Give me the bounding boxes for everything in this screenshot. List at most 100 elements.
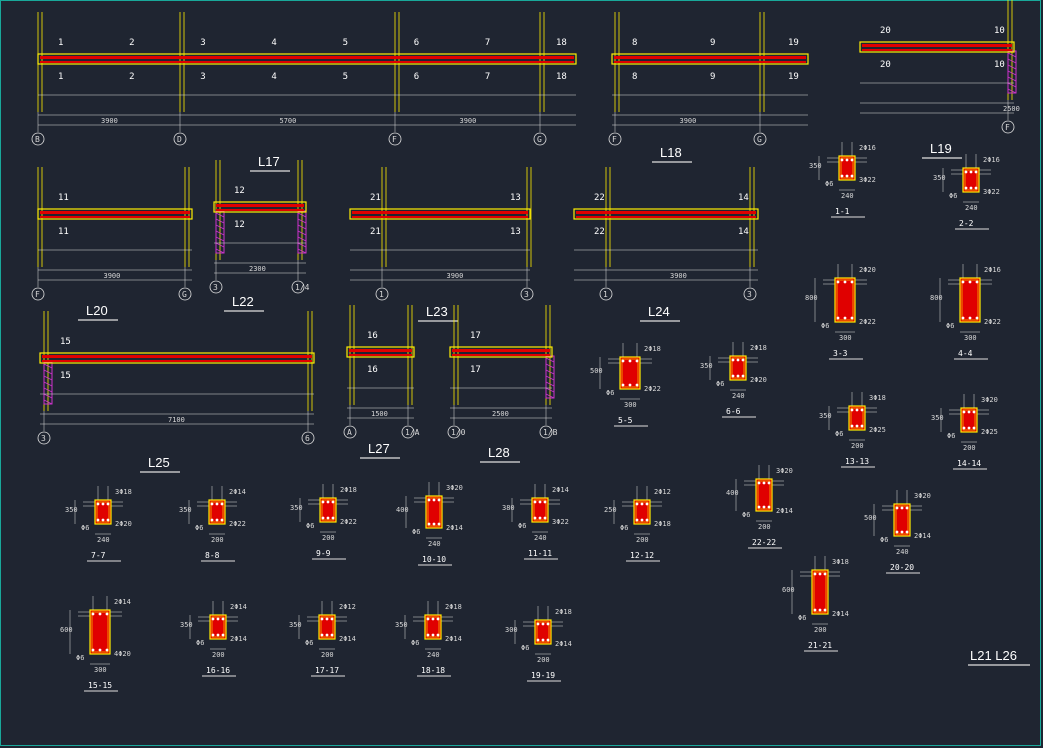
line bbox=[297, 242, 307, 248]
bottom-bars: 4Φ20 bbox=[114, 650, 131, 658]
rebar-dot bbox=[211, 617, 215, 621]
rebar-dot bbox=[210, 518, 214, 522]
span-dim: 3900 bbox=[680, 117, 697, 125]
bottom-bars: 2Φ22 bbox=[340, 518, 357, 526]
top-bars: 2Φ20 bbox=[859, 266, 876, 274]
beam-top-rebar bbox=[40, 211, 190, 214]
axis-bubble bbox=[599, 287, 613, 301]
section-concrete bbox=[531, 497, 549, 523]
section-title: 6-6 bbox=[726, 407, 741, 416]
rebar-dot bbox=[628, 359, 632, 363]
rebar-dot bbox=[731, 358, 735, 362]
height-dim: 800 bbox=[805, 294, 818, 302]
stirrup-label: Φ6 bbox=[825, 180, 833, 188]
axis-label: 3 bbox=[747, 290, 752, 299]
height-dim: 600 bbox=[60, 626, 73, 634]
line bbox=[215, 242, 225, 248]
height-dim: 350 bbox=[65, 506, 78, 514]
section-mark: 9 bbox=[710, 72, 715, 82]
rebar-dot bbox=[850, 280, 854, 284]
beam-title: L25 bbox=[148, 455, 170, 470]
axis-bubble bbox=[173, 132, 187, 146]
rebar-dot bbox=[843, 280, 847, 284]
top-bars: 3Φ18 bbox=[869, 394, 886, 402]
section-mark: 4 bbox=[271, 38, 276, 48]
axis-label: 3 bbox=[41, 434, 46, 443]
axis-label: G bbox=[537, 135, 542, 144]
line bbox=[215, 248, 225, 254]
beam-top-rebar bbox=[352, 211, 528, 214]
stirrup bbox=[96, 501, 110, 523]
rebar-dot bbox=[964, 170, 968, 174]
rebar-dot bbox=[432, 522, 436, 526]
line bbox=[43, 369, 53, 375]
stirrup-label: Φ6 bbox=[947, 432, 955, 440]
rebar-dot bbox=[543, 500, 547, 504]
section-title: 14-14 bbox=[957, 459, 981, 468]
line bbox=[1007, 64, 1017, 70]
rebar-dot bbox=[541, 638, 545, 642]
section-mark: 16 bbox=[367, 331, 378, 341]
stirrup bbox=[321, 499, 335, 521]
line bbox=[1007, 76, 1017, 82]
stirrup bbox=[731, 357, 745, 379]
axis-bubble bbox=[388, 132, 402, 146]
span-dim: 3900 bbox=[101, 117, 118, 125]
width-dim: 200 bbox=[636, 536, 649, 544]
top-bars: 2Φ14 bbox=[552, 486, 569, 494]
rebar-dot bbox=[843, 316, 847, 320]
line bbox=[1007, 52, 1017, 58]
rebar-dot bbox=[221, 633, 225, 637]
bottom-bars: 2Φ22 bbox=[644, 385, 661, 393]
section-title: 3-3 bbox=[833, 349, 848, 358]
rebar-dot bbox=[101, 518, 105, 522]
rebar-dot bbox=[895, 530, 899, 534]
rebar-dot bbox=[541, 622, 545, 626]
beam-bottom-rebar bbox=[349, 354, 412, 356]
stirrup-label: Φ6 bbox=[76, 654, 84, 662]
rebar-dot bbox=[320, 633, 324, 637]
beam-top-rebar bbox=[862, 44, 1012, 47]
section-concrete bbox=[633, 499, 651, 525]
axis-bubble bbox=[31, 287, 45, 301]
stirrup-label: Φ6 bbox=[521, 644, 529, 652]
section-mark: 15 bbox=[60, 337, 71, 347]
stirrup-label: Φ6 bbox=[946, 322, 954, 330]
bottom-bars: 2Φ14 bbox=[914, 532, 931, 540]
axis-label: 6 bbox=[305, 434, 310, 443]
rebar-dot bbox=[91, 612, 95, 616]
top-bars: 3Φ20 bbox=[776, 467, 793, 475]
line bbox=[297, 218, 307, 224]
rebar-dot bbox=[215, 518, 219, 522]
top-bars: 3Φ20 bbox=[446, 484, 463, 492]
section-mark: 20 bbox=[880, 26, 891, 36]
rebar-dot bbox=[818, 608, 822, 612]
line bbox=[215, 224, 225, 230]
span-dim: 2500 bbox=[1003, 105, 1020, 113]
section-mark: 2 bbox=[129, 38, 134, 48]
rebar-dot bbox=[850, 158, 854, 162]
rebar-dot bbox=[533, 500, 537, 504]
width-dim: 240 bbox=[428, 540, 441, 548]
top-bars: 2Φ12 bbox=[339, 603, 356, 611]
bottom-bars: 2Φ25 bbox=[869, 426, 886, 434]
rebar-dot bbox=[845, 174, 849, 178]
rebar-dot bbox=[900, 506, 904, 510]
bottom-bars: 2Φ14 bbox=[339, 635, 356, 643]
axis-bubble bbox=[743, 287, 757, 301]
rebar-dot bbox=[855, 424, 859, 428]
rebar-dot bbox=[211, 633, 215, 637]
stirrup bbox=[210, 501, 224, 523]
section-mark: 2 bbox=[129, 72, 134, 82]
height-dim: 250 bbox=[604, 506, 617, 514]
axis-label: A bbox=[347, 428, 352, 437]
section-mark: 18 bbox=[556, 72, 567, 82]
